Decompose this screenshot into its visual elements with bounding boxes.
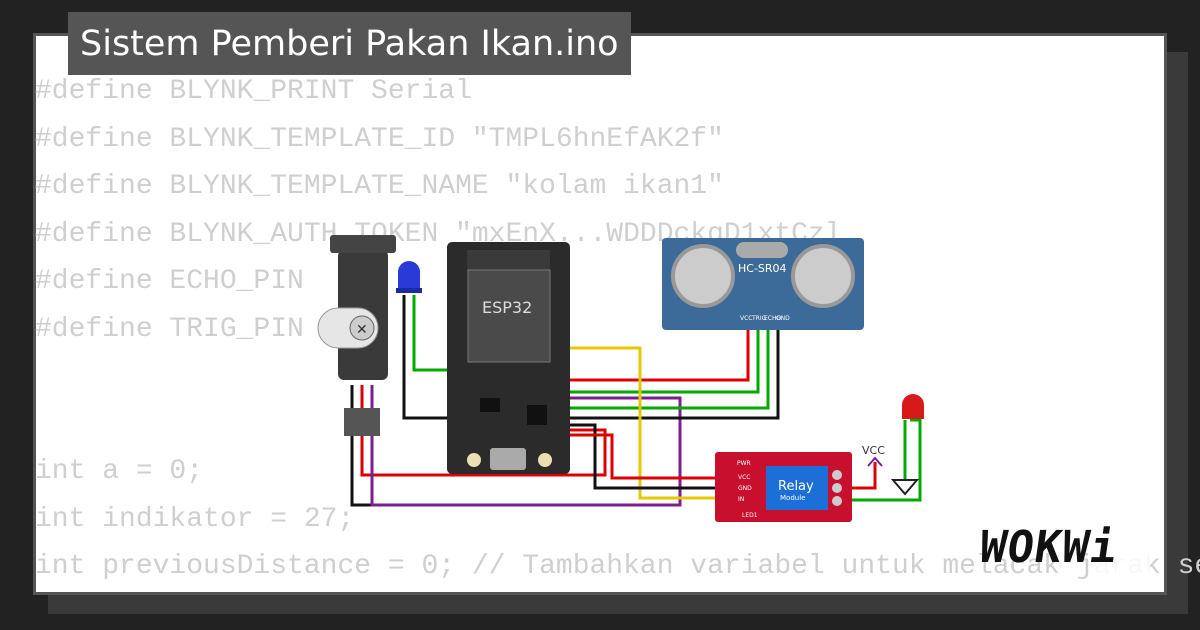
svg-text:VCC: VCC bbox=[862, 444, 885, 457]
red-led bbox=[902, 394, 924, 419]
page-title: Sistem Pemberi Pakan Ikan.ino bbox=[68, 12, 631, 75]
svg-text:GND: GND bbox=[776, 315, 790, 322]
svg-text:ECHO: ECHO bbox=[764, 315, 781, 322]
project-card[interactable] bbox=[33, 33, 1167, 595]
code-preview: #define BLYNK_PRINT Serial #define BLYNK… bbox=[35, 76, 1200, 582]
logo-backdrop bbox=[1090, 534, 1150, 584]
ground-symbol bbox=[890, 479, 920, 496]
vcc-marker: VCC bbox=[862, 444, 885, 467]
wokwi-logo: WOKWi bbox=[976, 522, 1122, 573]
svg-text:IN: IN bbox=[738, 496, 744, 503]
ultrasonic-sensor: HC-SR04 VCC TRIG ECHO GND bbox=[662, 238, 864, 330]
esp32-board: ESP32 bbox=[447, 242, 570, 474]
svg-text:Module: Module bbox=[780, 494, 805, 502]
servo-motor: ✕ bbox=[317, 235, 396, 436]
svg-text:✕: ✕ bbox=[356, 322, 368, 338]
wires bbox=[350, 295, 922, 507]
svg-text:LED1: LED1 bbox=[742, 512, 758, 519]
svg-text:PWR: PWR bbox=[737, 460, 751, 467]
blue-led bbox=[396, 261, 422, 293]
svg-text:GND: GND bbox=[738, 485, 752, 492]
svg-text:HC-SR04: HC-SR04 bbox=[738, 262, 787, 275]
svg-text:TRIG: TRIG bbox=[751, 315, 767, 322]
svg-text:Relay: Relay bbox=[778, 479, 814, 494]
svg-text:VCC: VCC bbox=[740, 315, 752, 322]
relay-module: Relay Module PWR VCC GND IN LED1 bbox=[715, 452, 852, 522]
svg-text:ESP32: ESP32 bbox=[482, 298, 532, 317]
svg-text:VCC: VCC bbox=[738, 474, 750, 481]
